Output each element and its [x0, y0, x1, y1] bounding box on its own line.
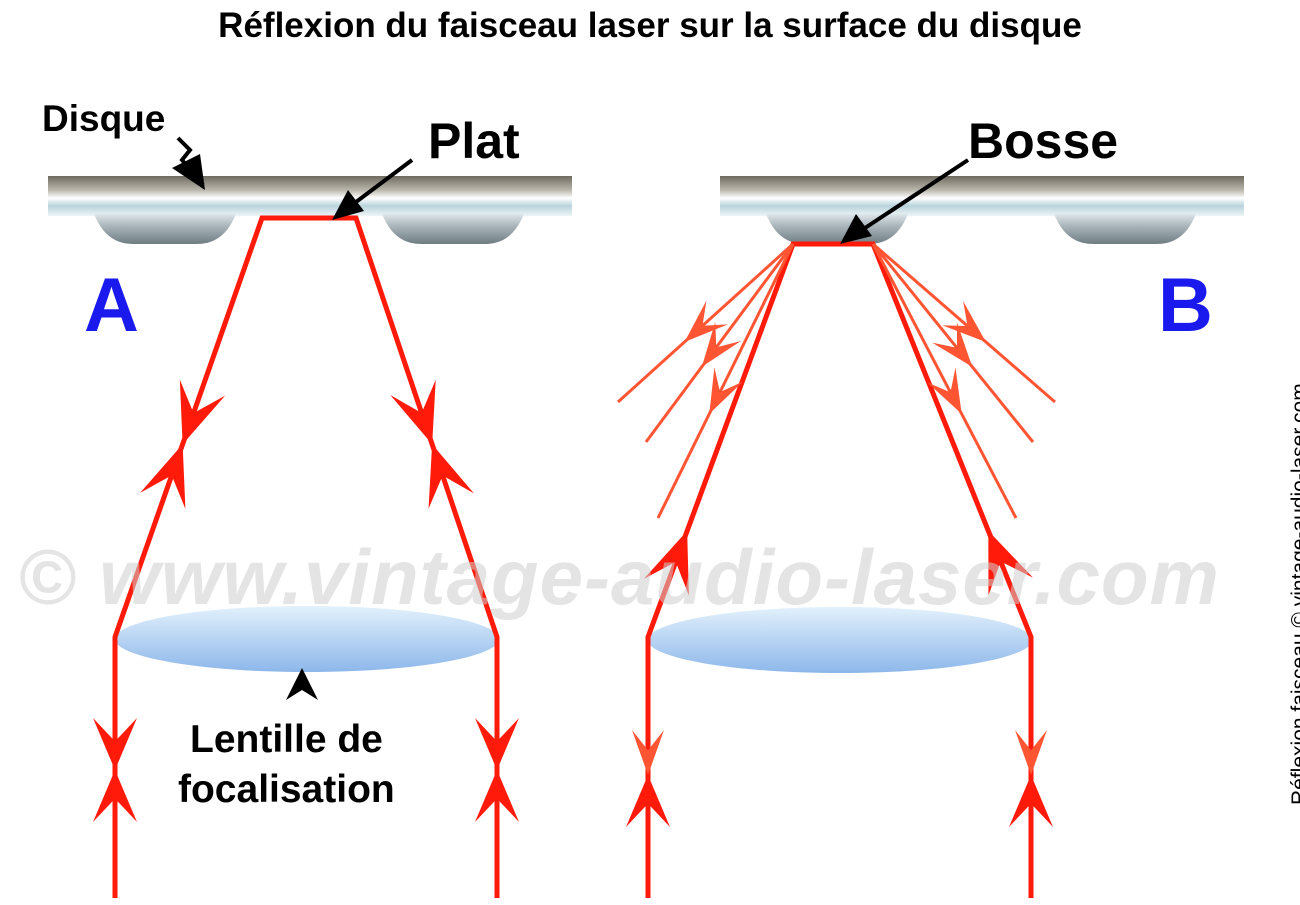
disc-surface-a — [48, 176, 572, 216]
arrowhead-b-scatter-3 — [709, 367, 744, 414]
disc-bump-b-left — [766, 214, 908, 244]
disc-bump-a-left — [94, 214, 236, 244]
beam-arrowheads — [93, 379, 1053, 827]
pointer-arrows — [172, 136, 970, 700]
label-lentille-line1: Lentille de — [190, 718, 383, 761]
disc-a — [48, 176, 572, 244]
beam-path-b — [645, 241, 1034, 898]
disque-pointer — [172, 136, 205, 190]
disc-surface-b — [720, 176, 1244, 216]
arrowhead-b-left-up — [626, 775, 670, 827]
arrowhead-a-left-diag-down — [179, 379, 226, 445]
arrowhead-b-scatter-4 — [942, 301, 986, 342]
arrowhead-b-scatter-6 — [927, 367, 962, 414]
panel-label-a: A — [84, 263, 139, 348]
disc-bump-b-right — [1054, 214, 1196, 244]
label-bosse: Bosse — [968, 113, 1119, 169]
arrowhead-b-scatter-2 — [701, 321, 741, 367]
arrowhead-b-right-up — [1009, 775, 1053, 827]
label-disque: Disque — [42, 98, 166, 139]
arrowhead-b-right-down — [1015, 730, 1047, 775]
arrowhead-a-right-up — [475, 770, 519, 822]
disc-b — [720, 176, 1244, 244]
arrowhead-b-left-diag-up — [643, 530, 689, 596]
disc-bump-a-right — [382, 214, 524, 244]
label-plat: Plat — [428, 113, 520, 169]
arrowhead-b-scatter-5 — [932, 322, 973, 367]
arrowhead-b-right-diag-up — [988, 530, 1033, 596]
scatter-rays-b — [616, 242, 1056, 519]
arrowhead-a-right-diag-up — [428, 444, 475, 509]
label-lentille-line2: focalisation — [178, 768, 395, 811]
diagram-title: Réflexion du faisceau laser sur la surfa… — [218, 6, 1082, 45]
arrowhead-a-left-diag-up — [140, 444, 186, 509]
scatter-arrowheads — [632, 300, 1047, 775]
plat-pointer — [332, 158, 414, 220]
watermark-text: © www.vintage-audio-laser.com — [18, 533, 1220, 621]
arrowhead-a-right-down — [475, 718, 519, 770]
panel-label-b: B — [1158, 263, 1213, 348]
beam-path-a — [112, 215, 500, 898]
side-caption: Réflexion faisceau © vintage-audio-laser… — [1288, 383, 1300, 805]
lens-b — [648, 607, 1032, 673]
bosse-pointer — [840, 158, 970, 244]
arrowhead-b-left-down — [632, 730, 664, 775]
arrowhead-a-right-diag-down — [390, 379, 436, 445]
arrowhead-b-scatter-1 — [684, 300, 728, 342]
arrowhead-a-left-up — [93, 770, 137, 822]
lens-pointer — [286, 668, 318, 700]
arrowhead-a-left-down — [93, 718, 137, 770]
lens-a — [115, 606, 499, 672]
